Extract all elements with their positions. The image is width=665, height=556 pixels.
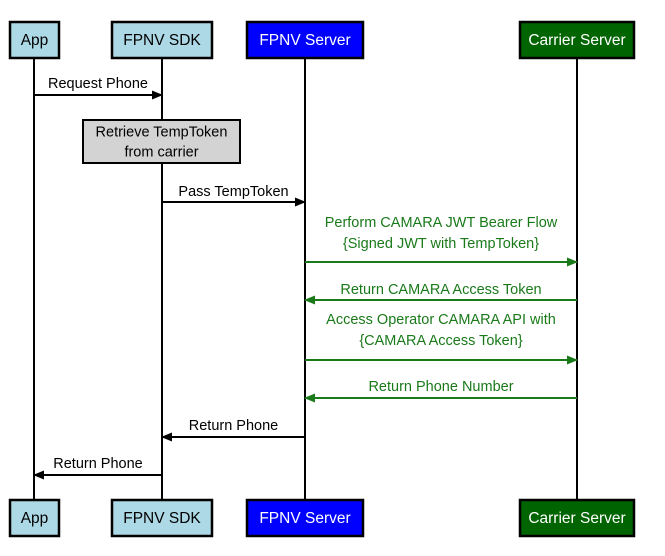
message-label-access-operator-camara-api: Access Operator CAMARA API with	[326, 312, 556, 328]
participant-app-top[interactable]: App	[8, 20, 61, 60]
message-return-camara-access-token: Return CAMARA Access Token	[304, 282, 577, 305]
message-access-operator-camara-api: Access Operator CAMARA API with {CAMARA A…	[305, 312, 578, 365]
message-label-access-operator-camara-api: {CAMARA Access Token}	[359, 333, 523, 349]
participant-fpnv-server-bottom[interactable]: FPNV Server	[245, 498, 365, 538]
message-label-perform-camara-jwt-bearer-flow: {Signed JWT with TempToken}	[343, 236, 539, 252]
participant-box-app	[8, 20, 61, 60]
participant-label-app: App	[21, 32, 49, 49]
participant-label-fpnv-sdk: FPNV SDK	[123, 32, 201, 49]
message-pass-temptoken: Pass TempToken	[162, 184, 306, 207]
message-label-return-camara-access-token: Return CAMARA Access Token	[340, 282, 541, 298]
note-retrieve-temptoken: Retrieve TempToken from carrier	[82, 119, 241, 164]
participant-box-app	[8, 498, 61, 538]
message-return-phone-number: Return Phone Number	[304, 379, 577, 403]
note-text-line: from carrier	[124, 145, 198, 161]
participant-box-carrier-server	[518, 498, 636, 538]
message-label-perform-camara-jwt-bearer-flow: Perform CAMARA JWT Bearer Flow	[325, 215, 558, 231]
participant-label-fpnv-sdk: FPNV SDK	[123, 510, 201, 527]
notes-group: Retrieve TempToken from carrier	[82, 119, 241, 164]
participant-label-fpnv-server: FPNV Server	[259, 510, 350, 527]
participant-box-fpnv-sdk	[110, 20, 214, 60]
participant-label-app: App	[21, 510, 49, 527]
participant-app-bottom[interactable]: App	[8, 498, 61, 538]
participant-label-fpnv-server: FPNV Server	[259, 32, 350, 49]
note-text-line: Retrieve TempToken	[96, 125, 228, 141]
participant-box-fpnv-server	[245, 498, 365, 538]
message-label-pass-temptoken: Pass TempToken	[178, 184, 288, 200]
message-perform-camara-jwt-bearer-flow: Perform CAMARA JWT Bearer Flow {Signed JW…	[305, 215, 578, 267]
message-label-request-phone: Request Phone	[48, 76, 148, 92]
participant-label-carrier-server: Carrier Server	[528, 32, 625, 49]
message-label-return-phone-number: Return Phone Number	[368, 379, 513, 395]
message-return-phone-server-to-sdk: Return Phone	[161, 418, 305, 442]
message-label-return-phone-server-to-sdk: Return Phone	[189, 418, 278, 434]
participant-fpnv-server-top[interactable]: FPNV Server	[245, 20, 365, 60]
participant-box-carrier-server	[518, 20, 636, 60]
participant-fpnv-sdk-top[interactable]: FPNV SDK	[110, 20, 214, 60]
participant-fpnv-sdk-bottom[interactable]: FPNV SDK	[110, 498, 214, 538]
participant-box-fpnv-server	[245, 20, 365, 60]
message-return-phone-sdk-to-app: Return Phone	[33, 456, 162, 480]
participant-carrier-server-bottom[interactable]: Carrier Server	[518, 498, 636, 538]
message-label-return-phone-sdk-to-app: Return Phone	[53, 456, 142, 472]
message-request-phone: Request Phone	[34, 76, 163, 100]
participant-box-fpnv-sdk	[110, 498, 214, 538]
note-box-retrieve-temptoken	[82, 119, 241, 164]
participant-carrier-server-top[interactable]: Carrier Server	[518, 20, 636, 60]
participant-label-carrier-server: Carrier Server	[528, 510, 625, 527]
